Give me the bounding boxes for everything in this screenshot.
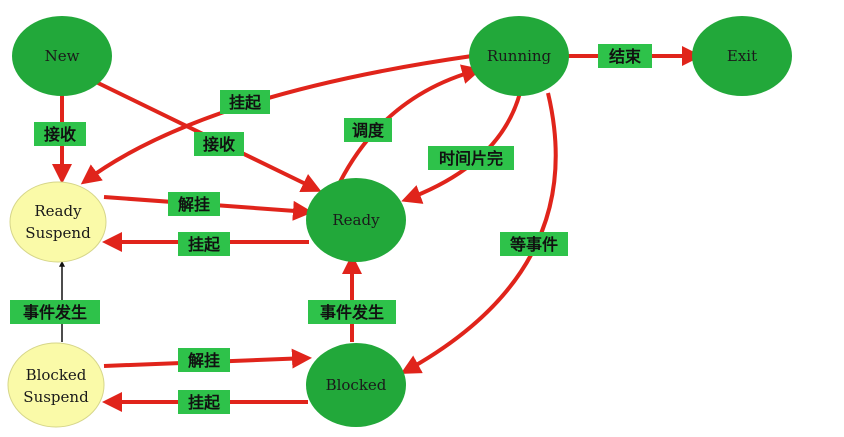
label-ready-suspend-ready-text: 解挂 (178, 195, 210, 214)
label-blocked-suspend-blocked: 解挂 (178, 348, 230, 372)
state-ready-suspend-label-line1: Ready (34, 202, 82, 220)
state-blocked: Blocked (306, 343, 406, 427)
state-ready-label: Ready (332, 211, 380, 229)
state-running-label: Running (487, 47, 552, 65)
label-running-blocked: 等事件 (500, 232, 568, 256)
label-blocked-ready: 事件发生 (308, 300, 396, 324)
label-blocked-ready-text: 事件发生 (320, 303, 384, 322)
state-new: New (12, 16, 112, 96)
label-blocked-suspend-ready-suspend: 事件发生 (10, 300, 100, 324)
label-ready-ready-suspend: 挂起 (178, 232, 230, 256)
state-running: Running (469, 16, 569, 96)
label-running-blocked-text: 等事件 (509, 235, 558, 254)
label-ready-suspend-ready: 解挂 (168, 192, 220, 216)
state-blocked-suspend: Blocked Suspend (7, 342, 105, 428)
label-blocked-suspend-ready-suspend-text: 事件发生 (23, 303, 87, 322)
state-new-label: New (45, 47, 80, 65)
label-blocked-suspend-blocked-text: 解挂 (188, 351, 220, 370)
label-running-ready-suspend: 挂起 (220, 90, 270, 114)
label-running-exit: 结束 (598, 44, 652, 68)
label-running-ready-suspend-text: 挂起 (229, 93, 262, 112)
label-new-ready-suspend: 接收 (34, 122, 86, 146)
edge-running-ready-suspend (80, 54, 473, 185)
label-new-ready: 接收 (194, 132, 244, 156)
label-running-ready: 时间片完 (428, 146, 514, 170)
label-blocked-blocked-suspend: 挂起 (178, 390, 230, 414)
state-exit-label: Exit (727, 47, 757, 65)
edge-ready-running (338, 64, 482, 183)
label-running-ready-text: 时间片完 (439, 149, 503, 168)
label-running-exit-text: 结束 (608, 47, 642, 66)
label-new-ready-text: 接收 (203, 135, 235, 154)
label-ready-running-text: 调度 (352, 121, 385, 140)
state-blocked-suspend-label-line2: Suspend (23, 388, 89, 406)
state-ready-suspend: Ready Suspend (9, 181, 107, 263)
state-blocked-suspend-label-line1: Blocked (26, 366, 87, 384)
edge-labels: 结束 挂起 接收 接收 调度 时间片完 解挂 挂起 (10, 44, 652, 414)
state-exit: Exit (692, 16, 792, 96)
nodes: New Running Exit Ready Ready Suspend Blo… (7, 16, 792, 428)
state-ready-suspend-label-line2: Suspend (25, 224, 91, 242)
label-ready-ready-suspend-text: 挂起 (188, 235, 221, 254)
label-blocked-blocked-suspend-text: 挂起 (188, 393, 221, 412)
state-ready: Ready (306, 178, 406, 262)
label-new-ready-suspend-text: 接收 (44, 125, 76, 144)
state-blocked-label: Blocked (326, 376, 387, 394)
label-ready-running: 调度 (344, 118, 392, 142)
